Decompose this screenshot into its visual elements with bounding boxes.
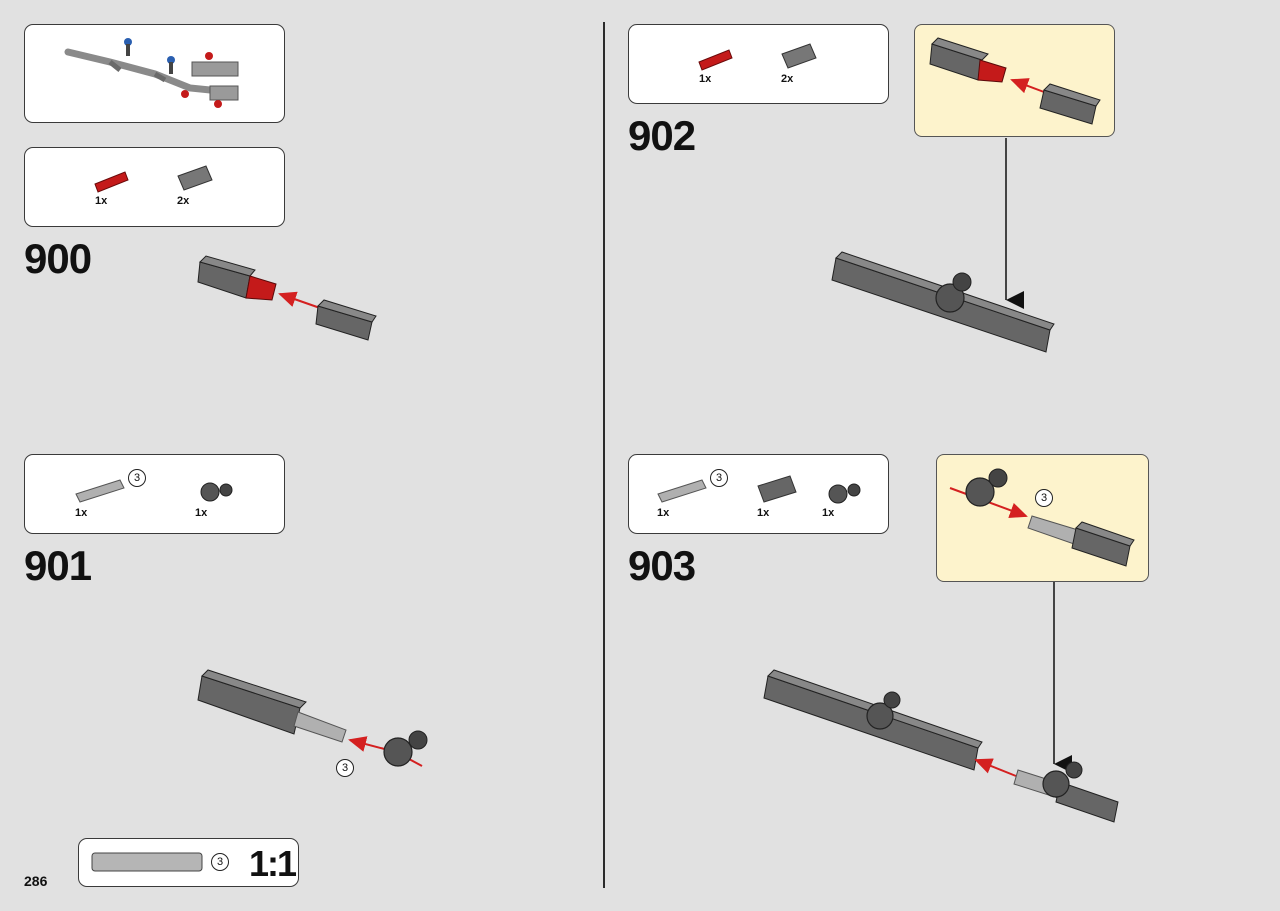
scale-ruler-axle [91, 852, 203, 872]
step-902-assembly [831, 251, 1055, 353]
step-901-part-1-qty: 1x [75, 507, 88, 519]
step-902-number: 902 [628, 112, 696, 159]
step-900-part-1-qty: 1x [95, 195, 108, 207]
scale-ruler-length-badge: 3 [211, 853, 229, 871]
step-902-parts-panel [628, 24, 889, 104]
step-903-number: 903 [628, 542, 696, 589]
step-901-axle-length-badge: 3 [128, 469, 146, 487]
scale-ruler-label: 1:1 [249, 843, 297, 884]
step-903-callout-assembly [949, 468, 1135, 567]
step-901-assembly [197, 669, 428, 767]
step-903-part-icons [657, 475, 861, 504]
page-divider [603, 22, 605, 888]
step-902-part-1-qty: 1x [699, 73, 712, 85]
step-903-assembly [763, 669, 1119, 823]
step-903-axle-length-badge: 3 [710, 469, 728, 487]
step-903-callout-length-badge: 3 [1035, 489, 1053, 507]
step-903-part-2-qty: 1x [757, 507, 770, 519]
step-902-callout-assembly [929, 37, 1101, 125]
step-900-assembly [197, 255, 377, 341]
step-901-number: 901 [24, 542, 92, 589]
step-900-parts-panel [24, 147, 285, 227]
step-900-number: 900 [24, 235, 92, 282]
step-902-part-icons [698, 43, 817, 71]
page-number: 286 [24, 873, 48, 889]
subassembly-preview-model [64, 38, 239, 108]
step-900-part-2-qty: 2x [177, 195, 190, 207]
step-902-part-2-qty: 2x [781, 73, 794, 85]
step-901-callout-length-badge: 3 [336, 759, 354, 777]
step-903-part-1-qty: 1x [657, 507, 670, 519]
step-900-part-icons [94, 165, 213, 193]
step-901-part-2-qty: 1x [195, 507, 208, 519]
step-901-parts-panel [24, 454, 285, 534]
step-901-part-icons [75, 479, 233, 503]
step-903-part-3-qty: 1x [822, 507, 835, 519]
